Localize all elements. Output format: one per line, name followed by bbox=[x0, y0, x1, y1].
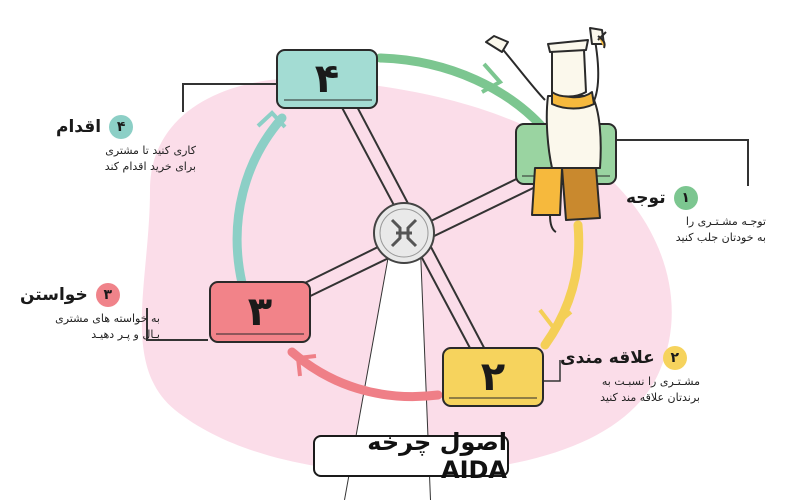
stage-3-desc-line2: بـال و پـر دهیـد bbox=[91, 328, 160, 341]
stage-2-badge: ۲ bbox=[662, 346, 687, 370]
cabin-teal bbox=[276, 49, 378, 109]
arrow-red-chevron bbox=[295, 354, 317, 377]
arrow-yellow-chevron bbox=[538, 308, 573, 330]
stage-2-desc-line2: برندتان علاقه مند کنید bbox=[600, 391, 700, 404]
stage-3-desc-line1: به خواسته های مشتری bbox=[55, 312, 160, 325]
arrow-teal-chevron bbox=[256, 110, 287, 129]
stage-1-desc-line1: توجـه مشـتـری را bbox=[685, 215, 766, 228]
stage-2-label: ۲ علاقه مندی مشـتـری را نسبـت به برندتان… bbox=[560, 346, 700, 406]
stage-4-label: ۴ اقدام کاری کنید تا مشتری برای خرید اقد… bbox=[56, 115, 196, 175]
cabin-yellow-number: ۲ bbox=[480, 354, 506, 400]
stage-4-desc-line2: برای خرید اقدام کند bbox=[104, 160, 196, 173]
connector-line-4 bbox=[182, 83, 277, 112]
stage-4-desc-line1: کاری کنید تا مشتری bbox=[105, 144, 196, 157]
stage-1-desc-line2: به خودتان جلب کنید bbox=[675, 231, 766, 244]
arc-green bbox=[375, 53, 550, 135]
cabin-teal-number: ۴ bbox=[314, 56, 340, 102]
stage-1-label: ۱ توجه توجـه مشـتـری را به خودتان جلب کن… bbox=[626, 186, 766, 246]
stage-3-label: ۳ خواستن به خواسته های مشتری بـال و پـر … bbox=[20, 283, 160, 343]
stage-4-heading: اقدام bbox=[56, 117, 102, 137]
cabin-yellow bbox=[442, 347, 544, 407]
connector-line-3 bbox=[146, 308, 208, 341]
hub-logo-icon bbox=[390, 218, 418, 248]
wheel-hub-inner bbox=[379, 208, 429, 258]
connector-line-1 bbox=[615, 139, 749, 186]
stage-3-badge: ۳ bbox=[95, 283, 120, 307]
cabin-red-number: ۳ bbox=[247, 289, 273, 335]
arc-teal bbox=[232, 113, 287, 288]
person-illustration bbox=[485, 27, 607, 233]
stage-1-badge: ۱ bbox=[673, 186, 698, 210]
stage-4-badge: ۴ bbox=[109, 115, 134, 139]
stage-2-heading: علاقه مندی bbox=[560, 348, 655, 368]
page-title: اصول چرخه AIDA bbox=[313, 428, 509, 484]
cabin-red bbox=[209, 281, 311, 343]
stage-2-desc-line1: مشـتـری را نسبـت به bbox=[601, 375, 700, 388]
arc-red bbox=[287, 347, 443, 402]
stage-3-heading: خواستن bbox=[20, 285, 88, 305]
arc-yellow bbox=[540, 220, 584, 350]
stage-1-heading: توجه bbox=[626, 188, 666, 208]
connector-line-2 bbox=[543, 360, 561, 382]
arrow-green-chevron bbox=[481, 62, 504, 94]
